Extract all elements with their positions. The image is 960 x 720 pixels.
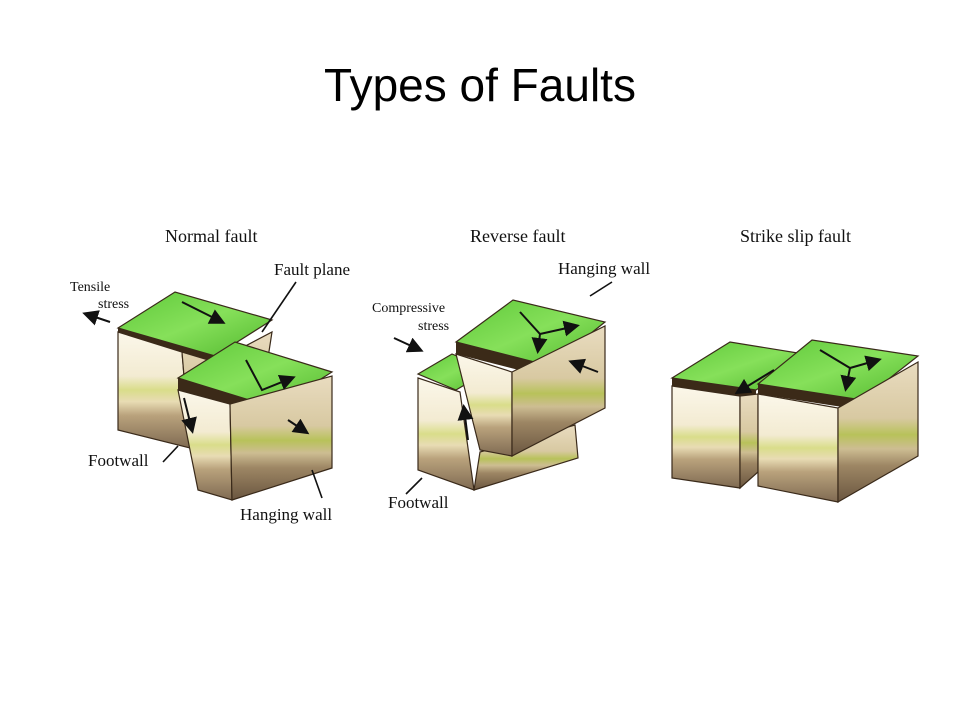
reverse-hanging-wall-leader (589, 281, 613, 297)
reverse-branch-arrow (531, 333, 548, 354)
normal-stress-label-2: stress (98, 297, 129, 312)
reverse-hanging-wall-label: Hanging wall (558, 259, 650, 278)
strike-slip-branch-arrow (840, 367, 857, 392)
reverse-hangingwall-block (454, 299, 607, 457)
tensile-stress-arrow (82, 310, 111, 326)
fault-plane-label: Fault plane (274, 260, 350, 279)
fault-plane-leader (261, 281, 297, 333)
slide-title: Types of Faults (324, 59, 636, 111)
normal-slip-arrow (245, 359, 296, 392)
normal-fault-diagram: Normal fault Tensile stress Fault plane … (70, 226, 350, 524)
reverse-fault-heading: Reverse fault (470, 226, 565, 246)
reverse-stress-label-2: stress (418, 319, 449, 334)
strike-slip-left-arrow (734, 369, 775, 395)
normal-hangingwall-block (176, 341, 334, 501)
normal-fault-down-arrow (181, 397, 197, 434)
compressive-stress-arrow (393, 337, 424, 353)
reverse-fault-diagram: Reverse fault Hanging wall Compressive s… (372, 226, 650, 512)
normal-hanging-wall-label: Hanging wall (240, 505, 332, 524)
normal-footwall-leader (162, 445, 179, 463)
normal-top-arrow (181, 301, 226, 324)
normal-side-arrow (287, 418, 310, 435)
reverse-footwall-leader (405, 477, 423, 495)
strike-slip-fault-diagram: Strike slip fault (670, 226, 920, 504)
reverse-side-arrow (568, 358, 599, 374)
strike-slip-right-block (756, 339, 920, 504)
reverse-stress-label-1: Compressive (372, 301, 445, 316)
normal-stress-label-1: Tensile (70, 280, 110, 295)
normal-fault-heading: Normal fault (165, 226, 257, 246)
normal-footwall-label: Footwall (88, 451, 149, 470)
strike-slip-fault-heading: Strike slip fault (740, 226, 851, 246)
reverse-footwall-label: Footwall (388, 493, 449, 512)
reverse-fault-up-arrow (457, 404, 474, 441)
normal-hanging-wall-leader (311, 469, 323, 499)
